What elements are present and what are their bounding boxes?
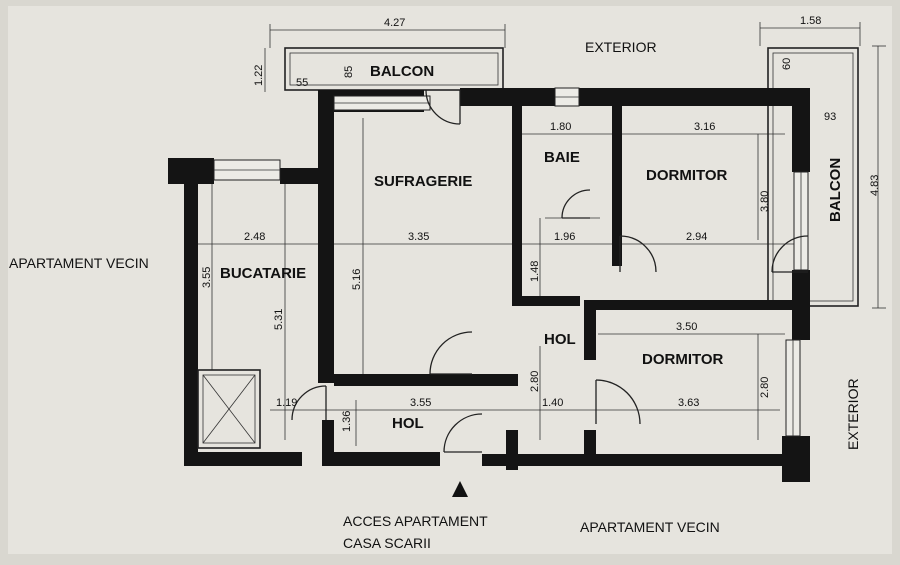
dimension-labels: 4.27 1.22 55 85 1.58 60 93 4.83 1.80 3.1… xyxy=(201,15,881,432)
dim-dormitor-bottom-depth: 2.80 xyxy=(759,377,771,398)
dim-balcon-top-85: 85 xyxy=(343,66,355,78)
dim-balcon-right-60: 60 xyxy=(781,58,793,70)
entrance-label-line2: CASA SCARII xyxy=(343,535,431,551)
dim-bucatarie-width: 2.48 xyxy=(244,231,265,243)
dim-dormitor-top-depth: 3.80 xyxy=(759,191,771,212)
balcony-right-outline xyxy=(767,47,859,307)
dim-hol-center-depth: 1.48 xyxy=(529,261,541,282)
dim-dormitor-bottom-lower-width: 3.63 xyxy=(678,397,699,409)
dim-sufragerie-depth: 5.16 xyxy=(351,269,363,290)
dim-balcon-right-93: 93 xyxy=(824,111,836,123)
dim-baie-width: 1.80 xyxy=(550,121,571,133)
windows xyxy=(213,87,809,437)
dim-balcon-top-depth: 1.22 xyxy=(253,65,265,86)
neighbor-bottom-label: APARTAMENT VECIN xyxy=(580,519,720,535)
entrance-label-line1: ACCES APARTAMENT xyxy=(343,513,488,529)
dim-balcon-top-55: 55 xyxy=(296,77,308,89)
neighbor-left-label: APARTAMENT VECIN xyxy=(9,255,149,271)
dim-dormitor-top-lower-width: 2.94 xyxy=(686,231,707,243)
dim-hol-bottom-depth: 1.36 xyxy=(341,411,353,432)
room-dormitor-bottom: DORMITOR xyxy=(642,351,724,368)
dim-hol-center-width: 1.96 xyxy=(554,231,575,243)
ventilation-shaft xyxy=(197,369,261,449)
room-baie: BAIE xyxy=(544,149,580,166)
room-hol-center: HOL xyxy=(544,331,576,348)
room-dormitor-top: DORMITOR xyxy=(646,167,728,184)
dimension-lines xyxy=(194,22,886,446)
room-sufragerie: SUFRAGERIE xyxy=(374,173,472,190)
doors xyxy=(291,89,809,453)
dim-bucatarie-total-depth: 5.31 xyxy=(273,309,285,330)
dim-balcon-right-length: 4.83 xyxy=(869,175,881,196)
dim-bucatarie-depth: 3.55 xyxy=(201,267,213,288)
room-bucatarie: BUCATARIE xyxy=(220,265,306,282)
dim-balcon-top-width: 4.27 xyxy=(384,17,405,29)
dim-hol-center-lower-depth: 2.80 xyxy=(529,371,541,392)
room-balcon-top: BALCON xyxy=(370,63,434,80)
dim-hol-bottom-119: 1.19 xyxy=(276,397,297,409)
entrance-marker xyxy=(452,481,468,497)
room-hol-bottom: HOL xyxy=(392,415,424,432)
dim-dormitor-top-width: 3.16 xyxy=(694,121,715,133)
dim-balcon-right-width: 1.58 xyxy=(800,15,821,27)
dim-sufragerie-width: 3.35 xyxy=(408,231,429,243)
dim-dormitor-bottom-width: 3.50 xyxy=(676,321,697,333)
dim-hol-bottom-140: 1.40 xyxy=(542,397,563,409)
room-balcon-right: BALCON xyxy=(827,158,844,222)
dim-hol-bottom-width: 3.55 xyxy=(410,397,431,409)
exterior-top-label: EXTERIOR xyxy=(585,39,657,55)
exterior-right-label: EXTERIOR xyxy=(845,378,861,450)
walls xyxy=(168,88,810,482)
